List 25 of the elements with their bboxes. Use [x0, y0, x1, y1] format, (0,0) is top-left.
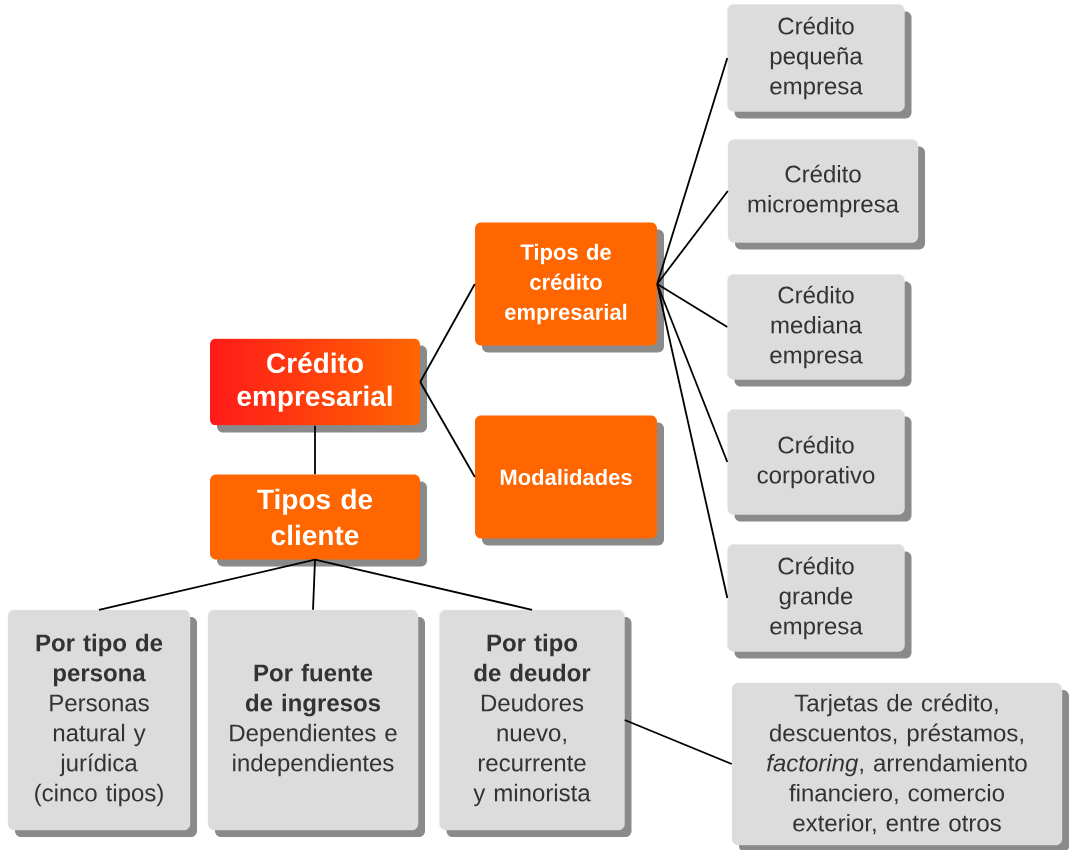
item-box: Crédito mediana empresa	[727, 274, 912, 387]
connector-line	[98, 558, 316, 611]
connector-line	[623, 719, 733, 765]
item-box: Por tipo de persona Personas natural y jurídica (cinco tipos)	[7, 609, 197, 837]
connector-line	[656, 283, 729, 328]
category-box: Tipos de cliente	[210, 474, 427, 567]
item-box: Por tipo de deudor Deudores nuevo, recurrente y minorista	[439, 609, 632, 837]
connector-line	[419, 381, 476, 478]
item-box: Crédito grande empresa	[727, 544, 912, 659]
item-box: Por fuente de ingresos Dependientes e independientes	[207, 609, 425, 837]
connector-line	[656, 283, 729, 463]
item-box: Crédito microempresa	[727, 139, 925, 250]
category-box: Tipos de crédito empresarial	[475, 222, 664, 353]
title-box: Crédito empresarial	[210, 338, 427, 433]
item-box: Tarjetas de crédito, descuentos, préstamos, factoring, arrendamiento financiero, comercio exterior, entre otros	[731, 682, 1069, 850]
connector-line	[312, 558, 316, 611]
connector-line	[314, 558, 533, 611]
connector-line	[656, 57, 729, 285]
item-box: Crédito corporativo	[727, 409, 912, 522]
category-box: Modalidades	[475, 415, 664, 546]
connector-line	[419, 283, 476, 383]
item-box: Crédito pequeña empresa	[727, 4, 912, 119]
connector-line	[656, 283, 729, 599]
connector-line	[656, 190, 729, 285]
connector-line	[314, 424, 316, 476]
